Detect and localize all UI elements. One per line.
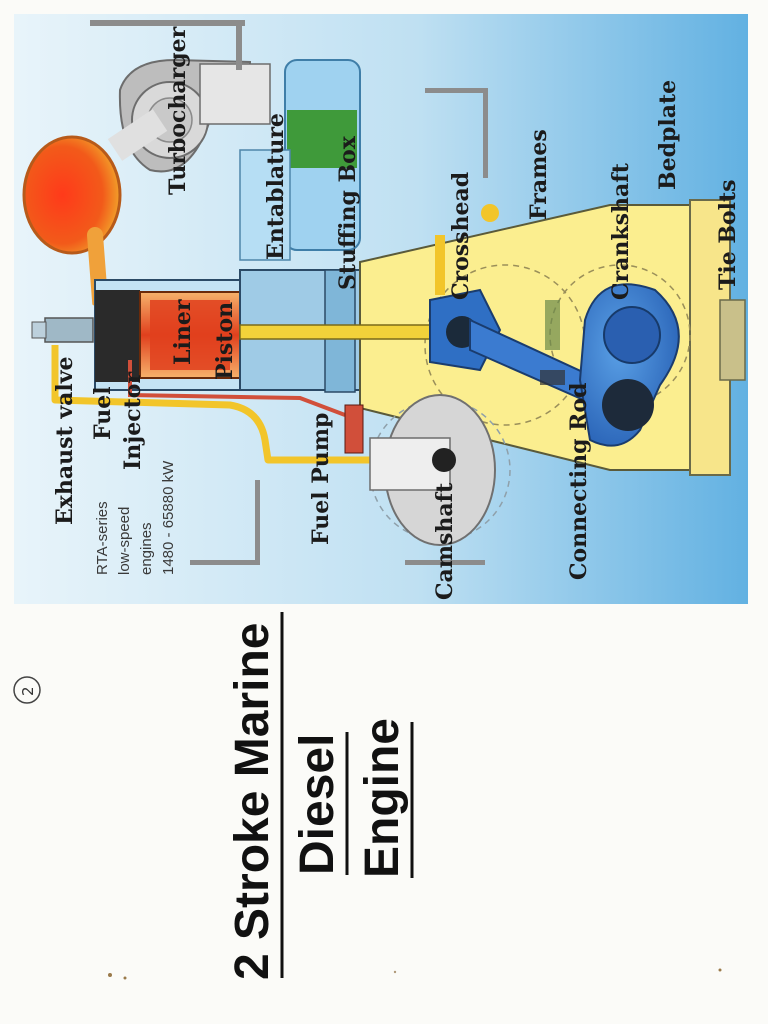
caption-engines: engines [138,522,155,575]
label-injector: Injector [120,372,146,470]
exhaust-valve-part [31,317,94,343]
page-number-badge: 2 [13,676,41,704]
caption-series: RTA-series [94,501,111,575]
camshaft-part [344,394,496,546]
label-turbocharger: Turbocharger [165,26,191,195]
crankshaft-part [578,283,680,447]
tie-bolt-part [719,299,746,381]
label-crosshead: Crosshead [448,172,474,300]
title-line-1: 2 Stroke Marine [226,623,279,980]
title-line-2: Diesel [291,734,344,875]
page-title: 2 Stroke Marine Diesel Engine [226,612,414,980]
label-exhaust-valve: Exhaust valve [52,356,78,525]
air-receiver-part [239,59,361,261]
page-number: 2 [19,686,37,696]
label-stuffing-box: Stuffing Box [335,135,361,290]
label-camshaft: Camshaft [432,482,458,600]
label-fuel: Fuel [90,386,116,440]
label-tie-bolts: Tie Bolts [715,179,741,290]
label-bedplate: Bedplate [655,80,681,190]
caption-power: 1480 - 65880 kW [160,460,177,575]
label-fuel-pump: Fuel Pump [308,413,334,545]
label-connecting-rod: Connecting Rod [566,383,592,580]
fuel-line-red [128,360,346,417]
label-entablature: Entablature [263,113,289,260]
label-frames: Frames [526,129,552,220]
fuel-line [51,345,370,464]
title-line-3: Engine [356,718,409,878]
caption-speed: low-speed [116,507,133,575]
label-piston: Piston [212,302,238,380]
label-liner: Liner [170,299,196,365]
label-crankshaft: Crankshaft [608,162,634,300]
